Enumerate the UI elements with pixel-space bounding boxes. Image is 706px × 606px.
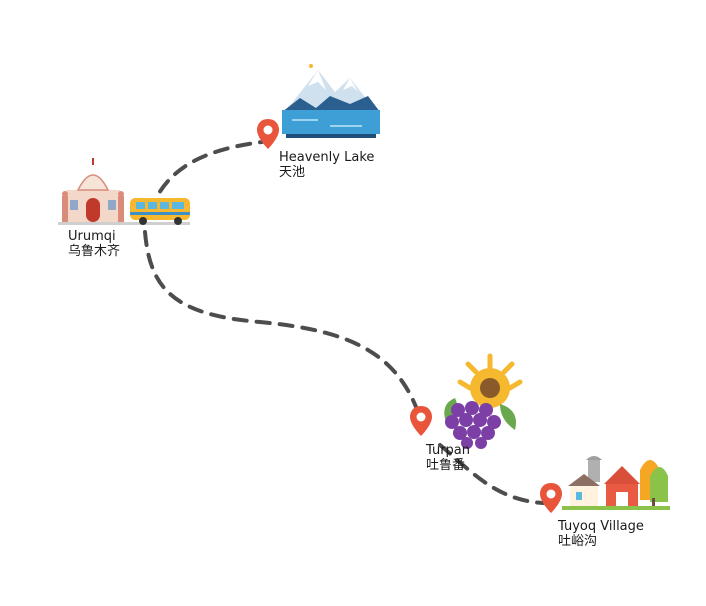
mountain-lake-icon xyxy=(282,64,380,138)
stop-name-en: Heavenly Lake xyxy=(279,150,375,165)
stop-name-en: Tuyoq Village xyxy=(558,519,644,534)
stop-name-en: Turpan xyxy=(426,443,471,458)
route-path-urumqi-turpan xyxy=(143,230,420,414)
tuyoq-pin-icon[interactable] xyxy=(540,483,562,513)
village-farm-icon xyxy=(562,456,670,510)
stop-name-en: Urumqi xyxy=(68,229,116,244)
stop-label-turpan: Turpan 吐鲁番 xyxy=(426,443,470,473)
turpan-pin-icon[interactable] xyxy=(410,406,432,436)
stop-label-heavenly-lake: Heavenly Lake 天池 xyxy=(279,150,374,180)
stop-name-cn: 吐峪沟 xyxy=(558,534,598,549)
stop-label-urumqi: Urumqi 乌鲁木齐 xyxy=(68,229,120,259)
stop-name-cn: 天池 xyxy=(279,165,306,180)
route-path-turpan-tuyoq xyxy=(438,443,545,505)
heavenly-lake-pin-icon[interactable] xyxy=(257,119,279,149)
stop-name-cn: 乌鲁木齐 xyxy=(68,244,121,259)
grapes-sunflower-icon xyxy=(444,353,523,449)
stop-name-cn: 吐鲁番 xyxy=(426,458,466,473)
stop-label-tuyoq: Tuyoq Village 吐峪沟 xyxy=(558,519,644,549)
mosque-and-bus-icon xyxy=(58,158,190,225)
